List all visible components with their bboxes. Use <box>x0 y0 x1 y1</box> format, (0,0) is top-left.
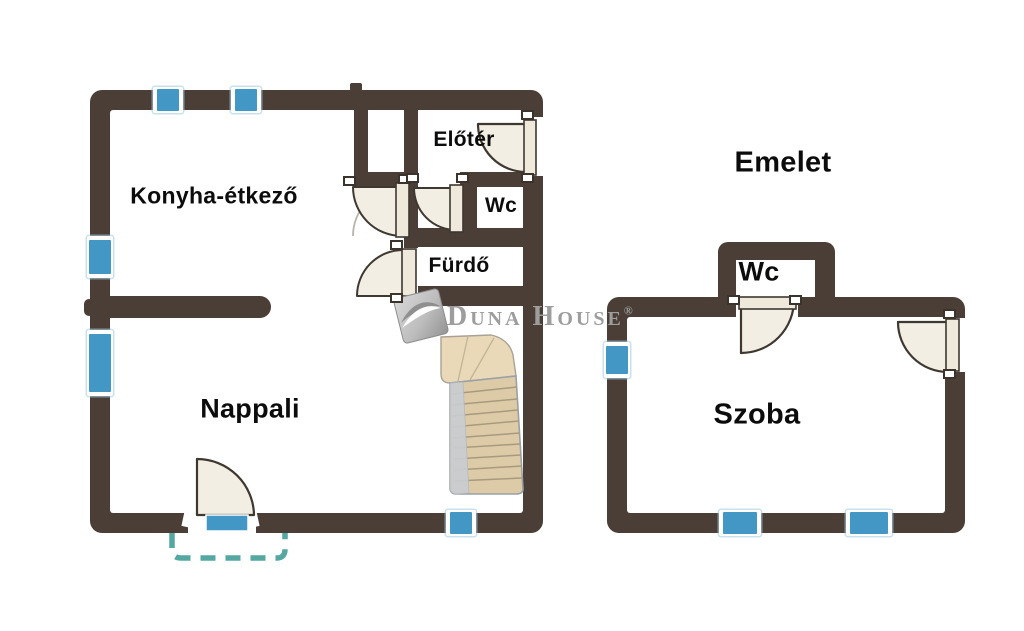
door-jamb-mark <box>789 295 802 305</box>
kitchen-hall-door-swing <box>352 186 403 237</box>
door-jamb-mark <box>727 295 740 305</box>
stair-winder <box>440 334 517 384</box>
door-jamb-mark <box>390 240 403 250</box>
window-glass <box>89 240 111 274</box>
entrance-door-threshold <box>205 514 249 532</box>
kitchen-hall-door-leaf <box>395 182 410 238</box>
door-jamb-mark <box>406 173 419 183</box>
wc-door-leaf <box>449 184 464 233</box>
upper-room-bottom-window-1 <box>719 510 761 536</box>
room-label-room: Szoba <box>713 398 801 431</box>
closet-left-wall <box>354 110 368 176</box>
window-glass <box>235 89 257 111</box>
room-label-living: Nappali <box>200 393 300 424</box>
staircase <box>440 334 524 495</box>
room-label-wc-upper: Wc <box>738 256 780 287</box>
top-wall-nub <box>350 83 362 91</box>
stair-steps <box>450 386 523 482</box>
bath-door-leaf <box>401 248 417 297</box>
brand-watermark-text: Duna House <box>447 301 624 332</box>
window-glass <box>157 89 179 111</box>
kitchen-side-window <box>87 236 113 278</box>
wc-left-wall <box>462 187 477 230</box>
room-label-hall: Előtér <box>433 128 495 151</box>
room-label-wc-ground: Wc <box>484 194 518 217</box>
room-label-bathroom: Fürdő <box>428 254 490 277</box>
door-jamb-mark <box>456 173 469 183</box>
door-jamb-mark <box>343 176 356 186</box>
stair-hall-window <box>446 510 476 536</box>
front-door-leaf <box>523 119 537 176</box>
kitchen-window-1 <box>153 87 183 113</box>
upper-room-interior <box>627 317 945 513</box>
upper-balcony-door-leaf <box>945 318 960 372</box>
kitchen-living-partition <box>110 296 271 318</box>
brand-watermark: Duna House® <box>447 301 633 333</box>
upper-balcony-door-swing <box>896 320 950 374</box>
window-glass <box>89 334 111 392</box>
door-jamb-mark <box>521 173 534 183</box>
room-label-kitchen-dining: Konyha-étkező <box>130 182 298 209</box>
living-side-window <box>87 330 113 396</box>
door-jamb-mark <box>390 293 403 303</box>
door-jamb-mark <box>943 369 956 379</box>
door-jamb-mark <box>521 110 534 120</box>
upper-room-bottom-window-2 <box>846 510 892 536</box>
window-glass <box>723 512 757 534</box>
entrance-door-swing <box>195 457 256 517</box>
upper-wc-interior <box>736 260 815 297</box>
stair-stringer <box>449 381 470 495</box>
stair-winder-lines <box>457 335 495 382</box>
wc-bath-wall <box>404 228 523 247</box>
window-glass <box>450 512 472 534</box>
front-door-swing <box>476 122 528 174</box>
upper-wc-door-leaf <box>738 296 797 310</box>
upper-room-side-window <box>604 342 630 378</box>
brand-logo-icon <box>393 288 449 344</box>
bath-door-swing <box>356 249 404 297</box>
wc-top-wall <box>460 172 523 187</box>
partition-hinge-bump <box>84 299 94 316</box>
door-jamb-mark <box>943 309 956 319</box>
kitchen-window-2 <box>231 87 261 113</box>
window-glass <box>850 512 888 534</box>
registered-trademark-symbol: ® <box>623 303 633 318</box>
porch-dashed-outline <box>169 533 288 561</box>
window-glass <box>606 346 628 374</box>
floor-title-upper: Emelet <box>734 146 832 179</box>
